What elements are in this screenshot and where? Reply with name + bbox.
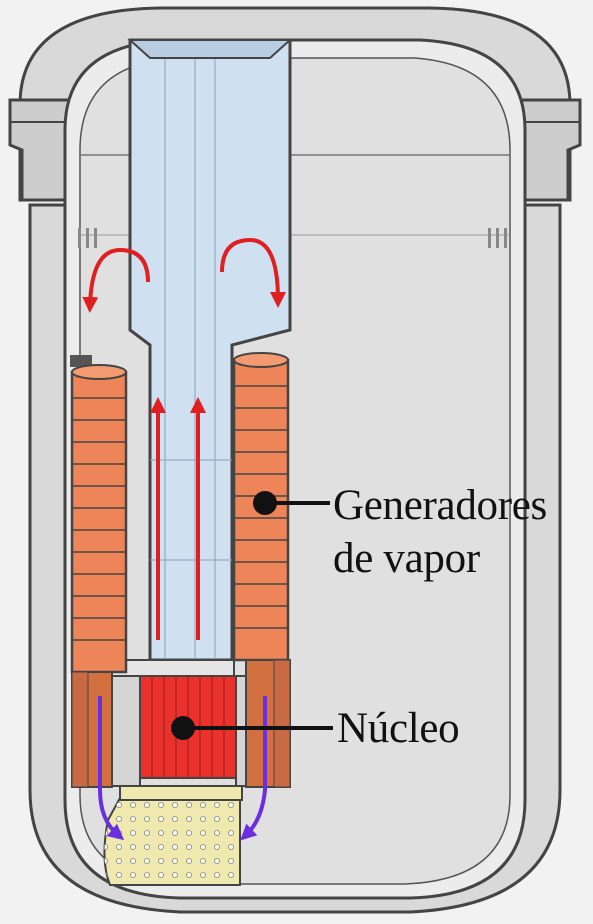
lower-plenum [103, 785, 243, 886]
steam-generators-label-line2: de vapor [333, 535, 480, 582]
red-arrow-icon [82, 247, 150, 313]
cold-flow-arrows [98, 696, 267, 841]
purple-arrow-icon [240, 696, 267, 841]
black-dot-icon [253, 491, 277, 515]
black-dot-icon [171, 716, 195, 740]
hot-flow-arrows [82, 237, 286, 640]
core-label: Núcleo [337, 705, 460, 752]
purple-arrow-icon [98, 696, 125, 841]
label-leaders [171, 491, 333, 740]
steam-generators-label: Generadores [333, 482, 547, 529]
steam-generator-left [70, 355, 128, 788]
red-arrow-icon [220, 237, 286, 308]
